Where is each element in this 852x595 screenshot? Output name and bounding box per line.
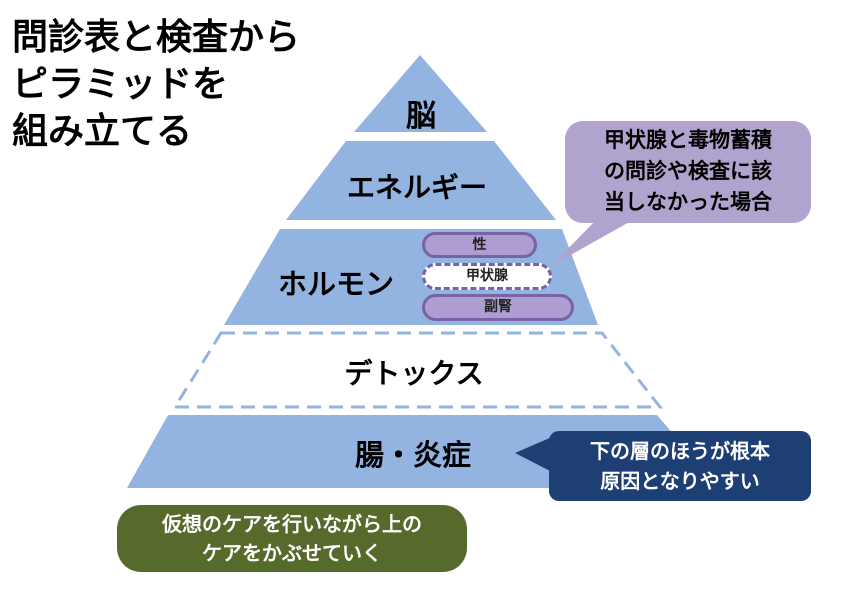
thyroid-callout-line-1: 甲状腺と毒物蓄積 [604,128,772,152]
hormone-item-sex: 性 [422,232,537,258]
pyramid-layer-energy [286,141,556,220]
care-line-1: 仮想のケアを行いながら上の [162,512,422,536]
layer-label-brain: 脳 [406,99,436,134]
purple-callout-tail [551,216,640,266]
care-layering-callout: 仮想のケアを行いながら上の ケアをかぶせていく [117,505,467,572]
thyroid-toxin-callout: 甲状腺と毒物蓄積 の問診や検査に該 当しなかった場合 [565,121,811,223]
diagram-title: 問診表と検査から ピラミッドを 組み立てる [12,14,300,155]
root-cause-line-1: 下の層のほうが根本 [590,439,770,463]
pyramid-layer-detox [172,331,664,409]
root-cause-line-2: 原因となりやすい [600,469,760,493]
title-line-1: 問診表と検査から [12,17,301,58]
care-line-2: ケアをかぶせていく [202,541,382,565]
layer-label-hormone: ホルモン [277,267,395,301]
layer-label-gut: 腸・炎症 [354,438,472,472]
layer-label-detox: デトックス [344,357,484,390]
root-cause-callout: 下の層のほうが根本 原因となりやすい [549,431,811,501]
title-line-2: ピラミッドを [12,64,229,105]
navy-callout-tail [515,437,552,472]
thyroid-callout-line-2: の問診や検査に該 [604,159,772,183]
hormone-item-adrenal: 副腎 [422,294,574,321]
layer-label-energy: エネルギー [346,171,488,204]
hormone-item-thyroid: 甲状腺 [422,263,552,290]
pyramid-layer-brain [354,55,487,132]
thyroid-callout-line-3: 当しなかった場合 [604,190,772,214]
title-line-3: 組み立てる [12,111,193,152]
